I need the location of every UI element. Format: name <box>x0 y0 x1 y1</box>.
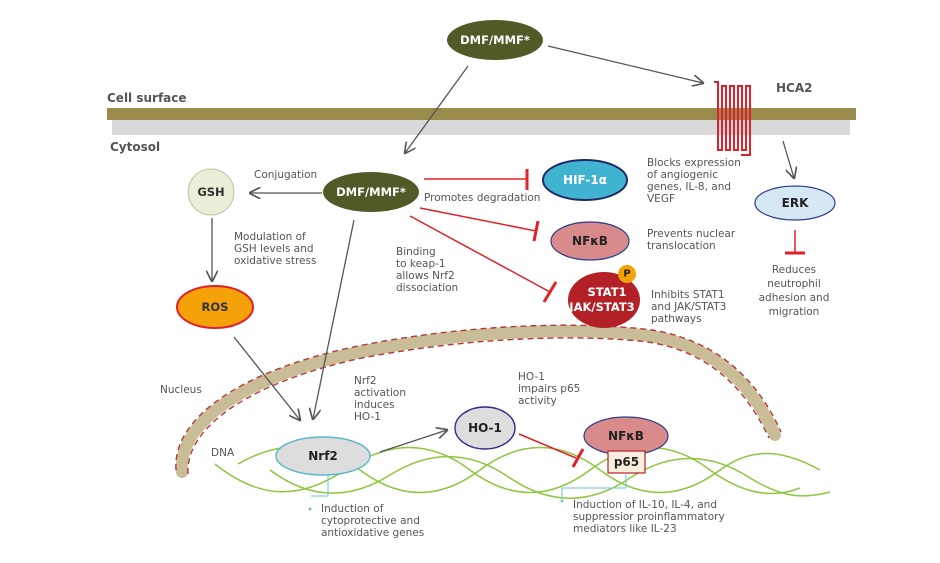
svg-text:VEGF: VEGF <box>647 193 675 205</box>
nfkb-cytosol-node: NFκB <box>550 221 630 261</box>
svg-text:oxidative stress: oxidative stress <box>234 255 316 267</box>
svg-text:pathways: pathways <box>651 313 702 325</box>
svg-text:GSH levels and: GSH levels and <box>234 243 314 255</box>
promotes-degradation-label: Promotes degradation <box>424 192 540 204</box>
stat-effect-text: Inhibits STAT1 and JAK/STAT3 pathways <box>651 289 726 325</box>
dmf-mmf-top-node: DMF/MMF* <box>447 20 543 60</box>
erk-effect-text: Reduces neutrophil adhesion and migratio… <box>759 264 830 318</box>
arrow-dmf-to-hca2 <box>547 45 703 83</box>
svg-text:Induction of IL-10, IL-4, and: Induction of IL-10, IL-4, and <box>573 499 717 511</box>
p65-genes-text: Induction of IL-10, IL-4, and suppressio… <box>573 499 725 535</box>
inhibit-bar-stat <box>542 281 558 303</box>
svg-text:genes, IL-8, and: genes, IL-8, and <box>647 181 731 193</box>
ho1-effect-text: HO-1 impairs p65 activity <box>518 371 580 407</box>
nfkb-nucleus-node: NFκB <box>583 416 669 456</box>
svg-text:p65: p65 <box>614 455 639 469</box>
nrf2-node: Nrf2 <box>275 436 371 476</box>
svg-text:Inhibits STAT1: Inhibits STAT1 <box>651 289 725 301</box>
dmf-mmf-cytosol-node: DMF/MMF* <box>323 172 419 212</box>
svg-text:DMF/MMF*: DMF/MMF* <box>460 33 530 47</box>
phosphate-badge: P <box>618 265 636 283</box>
ros-node: ROS <box>176 285 254 329</box>
svg-text:Blocks expression: Blocks expression <box>647 157 741 169</box>
inhibit-bar-p65 <box>571 448 585 468</box>
svg-text:GSH: GSH <box>197 185 224 199</box>
cell-membrane <box>107 108 856 120</box>
cytosol-label: Cytosol <box>110 140 160 154</box>
hif-effect-text: Blocks expression of angiogenic genes, I… <box>647 157 741 205</box>
svg-text:induces: induces <box>354 399 395 411</box>
svg-text:cytoprotective and: cytoprotective and <box>321 515 420 527</box>
nrf2-induction-dot <box>308 507 312 511</box>
p65-induction-dot <box>560 499 564 503</box>
svg-text:antioxidative genes: antioxidative genes <box>321 527 424 539</box>
gsh-node: GSH <box>187 168 235 216</box>
hca2-receptor-icon <box>714 81 751 156</box>
svg-text:neutrophil: neutrophil <box>767 278 821 290</box>
svg-text:Nrf2: Nrf2 <box>354 375 377 387</box>
nuclear-envelope-inner-dash <box>187 337 770 475</box>
svg-text:activity: activity <box>518 395 557 407</box>
svg-text:allows Nrf2: allows Nrf2 <box>396 270 455 282</box>
svg-text:migration: migration <box>769 306 820 318</box>
hca2-label: HCA2 <box>776 81 813 95</box>
nrf2-activation-text: Nrf2 activation induces HO-1 <box>354 375 406 423</box>
svg-text:HO-1: HO-1 <box>468 421 502 435</box>
svg-text:ROS: ROS <box>202 300 229 314</box>
svg-text:Modulation of: Modulation of <box>234 231 306 243</box>
keap1-text: Binding to keap-1 allows Nrf2 dissociati… <box>396 246 458 294</box>
ho-1-node: HO-1 <box>454 406 516 450</box>
svg-text:Prevents nuclear: Prevents nuclear <box>647 228 736 240</box>
p65-induction-bracket <box>561 474 627 498</box>
svg-text:NFκB: NFκB <box>608 429 644 443</box>
conjugation-label: Conjugation <box>254 169 317 181</box>
nrf2-genes-text: Induction of cytoprotective and antioxid… <box>321 503 424 539</box>
svg-text:DMF/MMF*: DMF/MMF* <box>336 185 406 199</box>
arrow-hca2-to-erk <box>782 140 794 178</box>
svg-text:HIF-1α: HIF-1α <box>563 173 607 187</box>
p65-node: p65 <box>607 450 646 474</box>
svg-text:STAT1: STAT1 <box>587 285 626 299</box>
svg-text:and JAK/STAT3: and JAK/STAT3 <box>651 301 726 313</box>
svg-text:mediators like IL-23: mediators like IL-23 <box>573 523 677 535</box>
svg-text:to keap-1: to keap-1 <box>396 258 446 270</box>
svg-text:NFκB: NFκB <box>572 234 608 248</box>
svg-text:dissociation: dissociation <box>396 282 458 294</box>
svg-text:translocation: translocation <box>647 240 716 252</box>
inhibit-line-nfkb <box>419 207 537 232</box>
hif-1a-node: HIF-1α <box>542 159 628 201</box>
inhibit-bar-nfkb <box>532 220 540 242</box>
gsh-modulation-text: Modulation of GSH levels and oxidative s… <box>234 231 316 267</box>
svg-text:Nrf2: Nrf2 <box>308 449 338 463</box>
svg-text:activation: activation <box>354 387 406 399</box>
svg-text:ERK: ERK <box>782 196 809 210</box>
nfkb-effect-text: Prevents nuclear translocation <box>647 228 736 252</box>
stat-node: STAT1 JAK/STAT3 <box>568 272 640 328</box>
svg-text:Induction of: Induction of <box>321 503 384 515</box>
svg-text:suppressior proinflammatory: suppressior proinflammatory <box>573 511 725 523</box>
svg-text:HO-1: HO-1 <box>354 411 381 423</box>
svg-text:HO-1: HO-1 <box>518 371 545 383</box>
svg-text:impairs p65: impairs p65 <box>518 383 580 395</box>
nuclear-envelope-outer-dash <box>175 324 782 471</box>
arrow-dmf-top-to-dmf-mid <box>405 65 469 153</box>
inhibit-line-stat <box>409 215 551 293</box>
dna-label: DNA <box>211 447 235 459</box>
svg-text:adhesion and: adhesion and <box>759 292 830 304</box>
svg-text:Reduces: Reduces <box>772 264 816 276</box>
arrow-nrf2-to-ho1 <box>379 430 447 453</box>
svg-text:JAK/STAT3: JAK/STAT3 <box>568 300 634 314</box>
arrow-ros-to-nrf2 <box>233 336 300 420</box>
arrow-dmf-to-nrf2 <box>313 219 355 419</box>
membrane-underlayer <box>112 120 850 135</box>
svg-text:of angiogenic: of angiogenic <box>647 169 718 181</box>
cell-surface-label: Cell surface <box>107 91 187 105</box>
nucleus-label: Nucleus <box>160 384 202 396</box>
inhibit-line-p65 <box>518 433 577 459</box>
svg-text:Binding: Binding <box>396 246 436 258</box>
nrf2-induction-bracket <box>311 474 329 497</box>
svg-text:P: P <box>623 269 630 280</box>
nuclear-envelope <box>175 325 781 478</box>
erk-node: ERK <box>754 185 836 221</box>
